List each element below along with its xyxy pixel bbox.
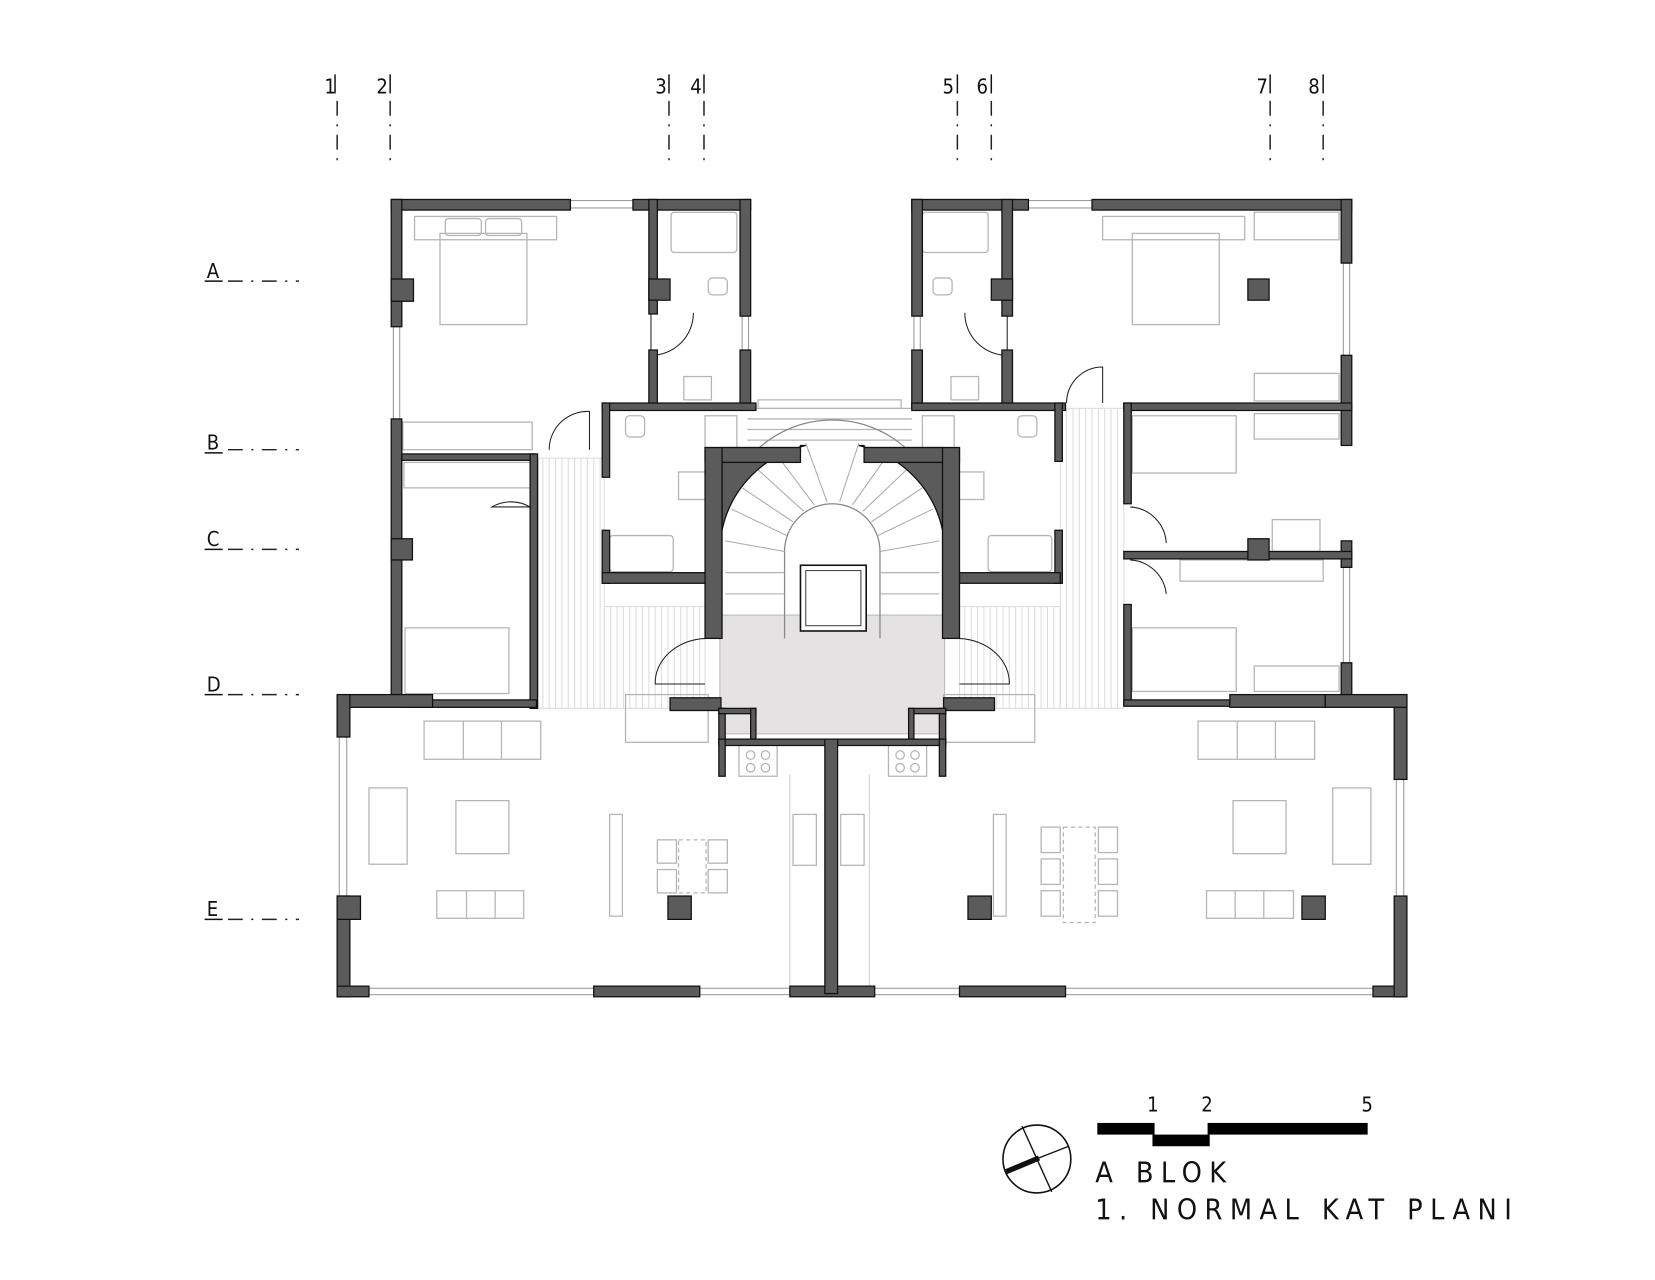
grid-label-b: B bbox=[207, 431, 220, 455]
doors bbox=[489, 312, 1167, 685]
armchair bbox=[1332, 787, 1372, 865]
scale-label-2: 2 bbox=[1201, 1092, 1214, 1116]
bathtub bbox=[987, 534, 1053, 573]
vertical-grid-axes: 1 2 3 4 5 6 7 8 bbox=[324, 74, 1324, 168]
cooktop bbox=[887, 743, 928, 777]
grid-label-3: 3 bbox=[655, 74, 668, 98]
single-bed bbox=[404, 627, 510, 695]
desk bbox=[1179, 559, 1324, 582]
drawing-title-block: A BLOK bbox=[1095, 1155, 1233, 1189]
scale-bar: 1 2 5 bbox=[1097, 1092, 1374, 1147]
elevator-lobby bbox=[719, 614, 946, 735]
wardrobe bbox=[1253, 413, 1340, 440]
cabinet bbox=[921, 415, 955, 449]
toilet bbox=[624, 415, 646, 438]
sofa bbox=[1197, 720, 1316, 760]
toilet bbox=[1017, 415, 1038, 438]
tv-unit bbox=[608, 813, 623, 917]
scale-label-1: 1 bbox=[1147, 1092, 1160, 1116]
shower-tray bbox=[921, 211, 989, 254]
kitchen-sink bbox=[792, 813, 818, 866]
headboard bbox=[1101, 215, 1246, 241]
wardrobe bbox=[403, 461, 531, 489]
wardrobe bbox=[1253, 211, 1340, 241]
coffee-table bbox=[455, 799, 510, 855]
sink bbox=[955, 471, 985, 501]
grid-label-8: 8 bbox=[1308, 74, 1321, 98]
sofa bbox=[436, 890, 525, 919]
grid-label-d: D bbox=[207, 672, 222, 696]
dining-table bbox=[677, 839, 707, 894]
grid-label-4: 4 bbox=[690, 74, 703, 98]
headboard bbox=[413, 215, 558, 241]
kitchen-counter bbox=[624, 693, 709, 743]
dining-table bbox=[1062, 826, 1096, 924]
north-arrow-icon bbox=[1002, 1124, 1072, 1194]
grid-label-7: 7 bbox=[1256, 74, 1269, 98]
grid-label-c: C bbox=[207, 527, 221, 551]
wardrobe bbox=[1253, 372, 1340, 402]
grid-label-2: 2 bbox=[376, 74, 389, 98]
scale-label-5: 5 bbox=[1361, 1092, 1374, 1116]
double-bed bbox=[439, 232, 528, 326]
horizontal-grid-axes: A B C D E bbox=[204, 259, 299, 921]
armchair bbox=[368, 787, 408, 865]
cabinet bbox=[704, 415, 738, 449]
shower-tray bbox=[670, 211, 738, 254]
sink bbox=[677, 471, 707, 501]
coffee-table bbox=[1232, 799, 1287, 855]
bathtub bbox=[608, 534, 674, 573]
grid-label-1: 1 bbox=[324, 74, 337, 98]
grid-label-5: 5 bbox=[943, 74, 956, 98]
sink bbox=[950, 375, 980, 401]
cooktop bbox=[738, 743, 778, 777]
drawing-title-plan: 1. NORMAL KAT PLANI bbox=[1095, 1192, 1519, 1226]
windows bbox=[338, 200, 1405, 996]
walls bbox=[336, 198, 1408, 998]
spiral-staircase bbox=[721, 419, 944, 639]
sofa bbox=[423, 720, 542, 760]
tv-unit bbox=[992, 813, 1007, 917]
desk bbox=[1271, 519, 1321, 553]
double-bed bbox=[1131, 232, 1220, 326]
toilet bbox=[932, 277, 953, 296]
toilet bbox=[707, 277, 728, 296]
sink bbox=[683, 375, 713, 401]
grid-label-6: 6 bbox=[976, 74, 989, 98]
kitchen-sink bbox=[840, 813, 865, 866]
single-bed bbox=[1131, 627, 1237, 693]
grid-label-e: E bbox=[207, 897, 219, 921]
sofa bbox=[1205, 890, 1295, 919]
wardrobe bbox=[402, 421, 533, 451]
grid-label-a: A bbox=[207, 259, 220, 283]
wardrobe bbox=[1253, 665, 1340, 693]
furniture bbox=[368, 211, 1372, 992]
single-bed bbox=[1131, 415, 1237, 474]
